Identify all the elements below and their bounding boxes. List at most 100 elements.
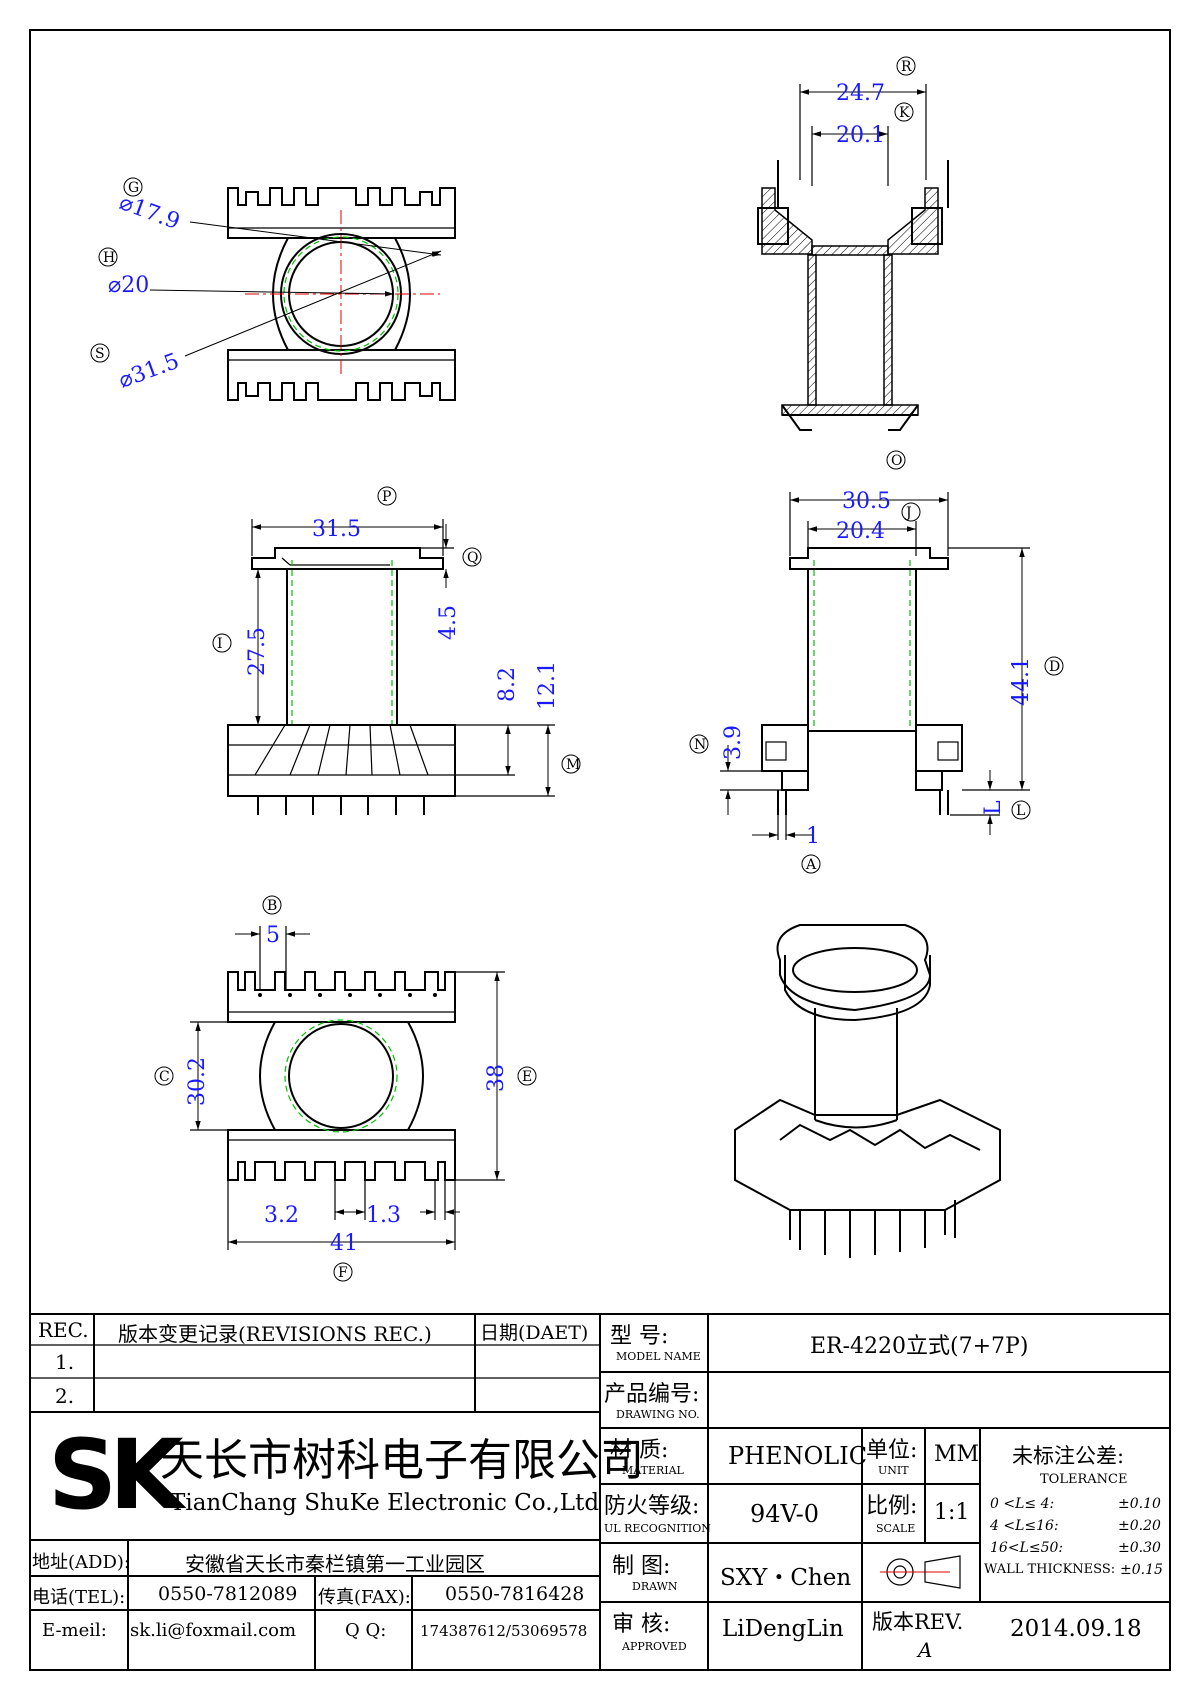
- tolerance-range-2: 4 <L≤16:: [990, 1518, 1059, 1534]
- dim-q: 4.5: [436, 605, 461, 640]
- rev-row-2: 2.: [55, 1384, 75, 1408]
- isometric-view: [734, 924, 1001, 1258]
- section-view: [757, 160, 949, 431]
- tel-value: 0550-7812089: [158, 1583, 298, 1605]
- title-block-frame: [29, 1313, 1171, 1671]
- dim-k: 20.1: [836, 123, 885, 148]
- company-name-cn: 天长市树科电子有限公司: [160, 1435, 644, 1486]
- label-r: R: [901, 59, 912, 75]
- svg-text:SK: SK: [48, 1419, 187, 1531]
- label-o: O: [891, 453, 902, 469]
- dim-n: 3.9: [721, 725, 746, 760]
- drawing-label-en: DRAWING NO.: [616, 1408, 700, 1421]
- email-value: sk.li@foxmail.com: [130, 1620, 297, 1641]
- material-label-cn: 材 质:: [610, 1438, 669, 1463]
- label-a: A: [805, 857, 817, 873]
- dim-l: L: [981, 800, 1006, 815]
- label-i: I: [217, 636, 223, 652]
- ul-label-en: UL RECOGNITION: [604, 1522, 711, 1535]
- rev-row-1: 1.: [55, 1350, 75, 1374]
- side-view: [761, 547, 963, 815]
- scale-label-cn: 比例:: [866, 1494, 918, 1519]
- dim-3-2: 3.2: [264, 1203, 299, 1228]
- drawn-label-en: DRAWN: [632, 1580, 678, 1593]
- model-label-en: MODEL NAME: [616, 1350, 701, 1363]
- unit-label-cn: 单位:: [866, 1438, 918, 1463]
- dim-d: 44.1: [1009, 657, 1034, 706]
- label-b: B: [267, 898, 277, 914]
- model-label-cn: 型 号:: [610, 1324, 669, 1349]
- date-header: 日期(DAET): [480, 1322, 589, 1344]
- dim-a: 1: [806, 824, 820, 849]
- dim-e: 38: [484, 1064, 509, 1092]
- projection-symbol: [880, 1555, 961, 1589]
- dim-1-3: 1.3: [366, 1203, 401, 1228]
- rev-title: 版本变更记录(REVISIONS REC.): [118, 1322, 432, 1346]
- rev-value: A: [918, 1638, 933, 1662]
- tolerance-range-1: 0 <L≤ 4:: [990, 1496, 1055, 1512]
- ul-label-cn: 防火等级:: [604, 1494, 700, 1519]
- qq-value: 174387612/53069578: [420, 1622, 588, 1640]
- dim-f: 41: [330, 1231, 358, 1256]
- dim-b: 5: [266, 923, 280, 948]
- scale-value: 1:1: [934, 1500, 970, 1525]
- addr-label: 地址(ADD):: [32, 1552, 130, 1573]
- scale-label-en: SCALE: [876, 1522, 916, 1535]
- fax-label: 传真(FAX):: [318, 1587, 411, 1608]
- dim-j: 20.4: [836, 519, 885, 544]
- label-f: F: [338, 1265, 348, 1281]
- label-p: P: [382, 489, 391, 505]
- label-h: H: [103, 250, 115, 266]
- material-label-en: MATERIAL: [622, 1464, 684, 1477]
- label-n: N: [694, 737, 706, 753]
- tel-label: 电话(TEL):: [32, 1587, 126, 1608]
- rev-header: REC.: [38, 1318, 89, 1342]
- tolerance-en: TOLERANCE: [1040, 1472, 1128, 1487]
- dim-p: 31.5: [312, 517, 361, 542]
- fax-value: 0550-7816428: [445, 1583, 585, 1605]
- label-j: J: [904, 505, 912, 521]
- dim-12-1: 12.1: [535, 661, 560, 710]
- model-value: ER-4220立式(7+7P): [810, 1334, 1029, 1359]
- company-logo: SK: [48, 1419, 195, 1531]
- tolerance-value-1: ±0.10: [1118, 1496, 1161, 1512]
- approved-label-cn: 审 核:: [612, 1612, 671, 1637]
- label-g: G: [128, 180, 139, 196]
- dim-8-2: 8.2: [495, 667, 520, 702]
- tolerance-value-3: ±0.30: [1118, 1540, 1161, 1556]
- drawn-label-cn: 制 图:: [612, 1554, 671, 1579]
- tolerance-value-4: ±0.15: [1120, 1562, 1163, 1578]
- tolerance-value-2: ±0.20: [1118, 1518, 1161, 1534]
- label-l: L: [1016, 803, 1025, 819]
- label-m: M: [566, 757, 580, 773]
- dim-o: 30.5: [842, 489, 891, 514]
- tolerance-range-3: 16<L≤50:: [990, 1540, 1064, 1556]
- label-q: Q: [467, 550, 478, 566]
- rev-label: 版本REV.: [872, 1610, 964, 1634]
- tolerance-range-4: WALL THICKNESS:: [984, 1562, 1116, 1577]
- qq-label: Q Q:: [345, 1620, 387, 1641]
- dim-i: 27.5: [245, 627, 270, 676]
- approved-label-en: APPROVED: [622, 1640, 687, 1653]
- email-label: E-meil:: [42, 1620, 107, 1641]
- label-k: K: [899, 105, 910, 121]
- drawn-value: SXY・Chen: [720, 1565, 852, 1591]
- label-s: S: [95, 346, 105, 362]
- dim-h: ⌀20: [108, 273, 149, 298]
- unit-value: MM: [934, 1442, 980, 1467]
- company-name-en: TianChang ShuKe Electronic Co.,Ltd: [170, 1490, 600, 1516]
- top-view: [149, 187, 456, 401]
- material-value: PHENOLIC: [728, 1442, 868, 1470]
- label-c: C: [159, 1069, 170, 1085]
- label-d: D: [1049, 659, 1060, 675]
- tolerance-title: 未标注公差:: [1012, 1444, 1125, 1468]
- approved-value: LiDengLin: [722, 1616, 844, 1642]
- label-e: E: [522, 1069, 532, 1085]
- date-value: 2014.09.18: [1010, 1616, 1142, 1642]
- addr-value: 安徽省天长市秦栏镇第一工业园区: [185, 1552, 485, 1576]
- drawing-label-cn: 产品编号:: [604, 1382, 700, 1407]
- dim-r: 24.7: [836, 81, 885, 106]
- bottom-view: [227, 971, 456, 1181]
